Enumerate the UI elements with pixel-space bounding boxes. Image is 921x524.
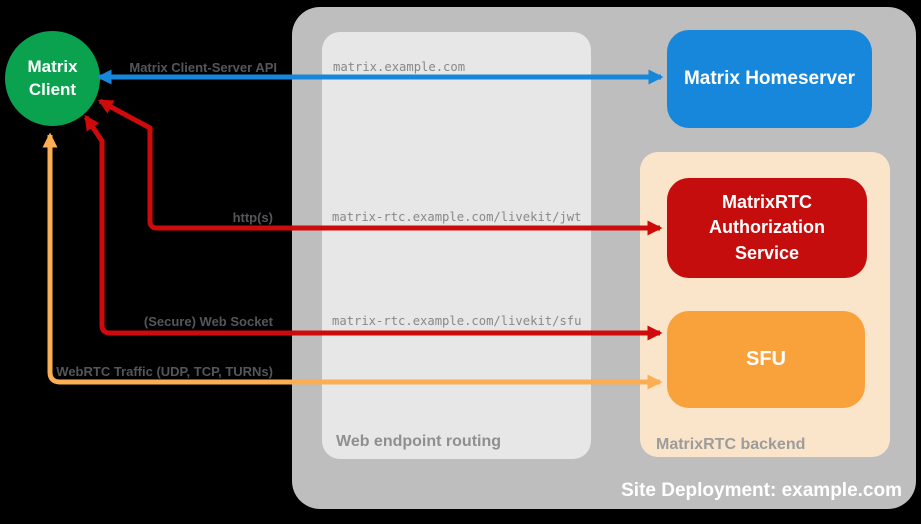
https-arrow-label: http(s) [232,210,273,225]
site-deployment-label: Site Deployment: example.com [621,480,902,501]
endpoint-matrix-example-com: matrix.example.com [333,60,466,74]
endpoint-livekit-jwt: matrix-rtc.example.com/livekit/jwt [332,210,582,224]
webrtc-traffic-arrow-label: WebRTC Traffic (UDP, TCP, TURNs) [56,364,273,379]
matrix-homeserver-node: Matrix Homeserver [667,30,872,128]
sfu-node: SFU [667,311,865,408]
web-endpoint-routing-label: Web endpoint routing [336,433,502,450]
web-socket-arrow-label: (Secure) Web Socket [143,314,273,329]
client-server-api-arrow-label: Matrix Client-Server API [129,60,277,75]
matrix-client-node: Matrix Client [5,31,100,126]
matrixrtc-backend-label: MatrixRTC backend [656,436,806,453]
matrixrtc-authorization-service-node: MatrixRTC Authorization Service [667,178,867,278]
web-endpoint-routing-panel [322,32,591,459]
endpoint-livekit-sfu: matrix-rtc.example.com/livekit/sfu [332,314,582,328]
